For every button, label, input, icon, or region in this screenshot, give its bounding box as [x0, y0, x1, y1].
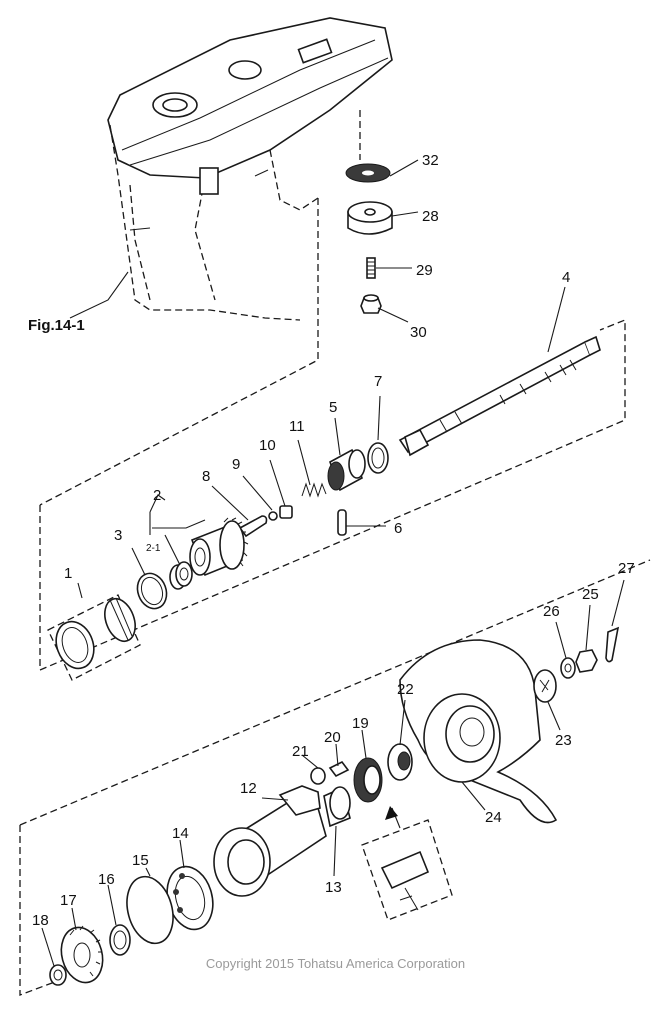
label-20: 20 [324, 729, 341, 746]
label-16: 16 [98, 871, 115, 888]
part-8-pin [238, 515, 268, 538]
label-2-1: 2-1 [146, 543, 161, 554]
label-21: 21 [292, 743, 309, 760]
label-15: 15 [132, 852, 149, 869]
part-12-bearing-housing [213, 785, 327, 897]
label-25: 25 [582, 586, 599, 603]
part-3-ring [136, 572, 168, 610]
part-17-gear [60, 925, 104, 984]
label-12: 12 [240, 780, 257, 797]
label-19: 19 [352, 715, 369, 732]
label-24: 24 [485, 809, 502, 826]
label-7: 7 [374, 373, 382, 390]
part-14-bearing [166, 865, 214, 931]
part-25-nut [575, 649, 598, 673]
label-22: 22 [397, 681, 414, 698]
part-7-ring [367, 442, 389, 474]
label-2: 2 [153, 487, 161, 504]
part-5-clutch [327, 448, 366, 492]
part-9-ball [268, 511, 278, 521]
part-30-nut [360, 294, 382, 314]
label-5: 5 [329, 399, 337, 416]
part-15-o-ring [126, 875, 174, 945]
label-10: 10 [259, 437, 276, 454]
label-28: 28 [422, 208, 439, 225]
label-9: 9 [232, 456, 240, 473]
part-2-gear [189, 517, 249, 577]
inset-detail [361, 806, 453, 921]
label-1: 1 [64, 565, 72, 582]
label-27: 27 [618, 560, 635, 577]
part-10-plunger [279, 505, 293, 519]
part-28-cover [347, 201, 393, 235]
label-18: 18 [32, 912, 49, 929]
part-21-washer [310, 767, 326, 785]
label-26: 26 [543, 603, 560, 620]
part-11-spring [301, 482, 327, 498]
label-17: 17 [60, 892, 77, 909]
part-24-propeller [399, 639, 558, 824]
label-23: 23 [555, 732, 572, 749]
part-6-pin [337, 509, 347, 536]
figure-label: Fig.14-1 [28, 317, 85, 334]
part-13-bushing [323, 786, 351, 828]
part-27-cotter-pin [605, 626, 620, 663]
label-3: 3 [114, 527, 122, 544]
leader-lines [41, 159, 625, 967]
label-6: 6 [394, 520, 402, 537]
label-32: 32 [422, 152, 439, 169]
label-13: 13 [325, 879, 342, 896]
part-26-washer [560, 657, 576, 679]
part-4-propeller-shaft [398, 335, 601, 457]
label-29: 29 [416, 262, 433, 279]
part-20-bolt [328, 760, 350, 778]
label-30: 30 [410, 324, 427, 341]
label-14: 14 [172, 825, 189, 842]
label-4: 4 [562, 269, 570, 286]
part-19-bearing [353, 757, 383, 803]
part-29-bolt [366, 257, 376, 279]
label-8: 8 [202, 468, 210, 485]
part-1-bearing-set [47, 594, 141, 681]
copyright-notice: Copyright 2015 Tohatsu America Corporati… [205, 956, 466, 971]
gear-case-housing [107, 17, 393, 321]
part-18-shim [49, 964, 67, 986]
label-11: 11 [289, 418, 305, 435]
part-2-1-bearing [169, 561, 193, 590]
part-16-washer [109, 924, 131, 956]
part-32-gasket [345, 163, 391, 183]
